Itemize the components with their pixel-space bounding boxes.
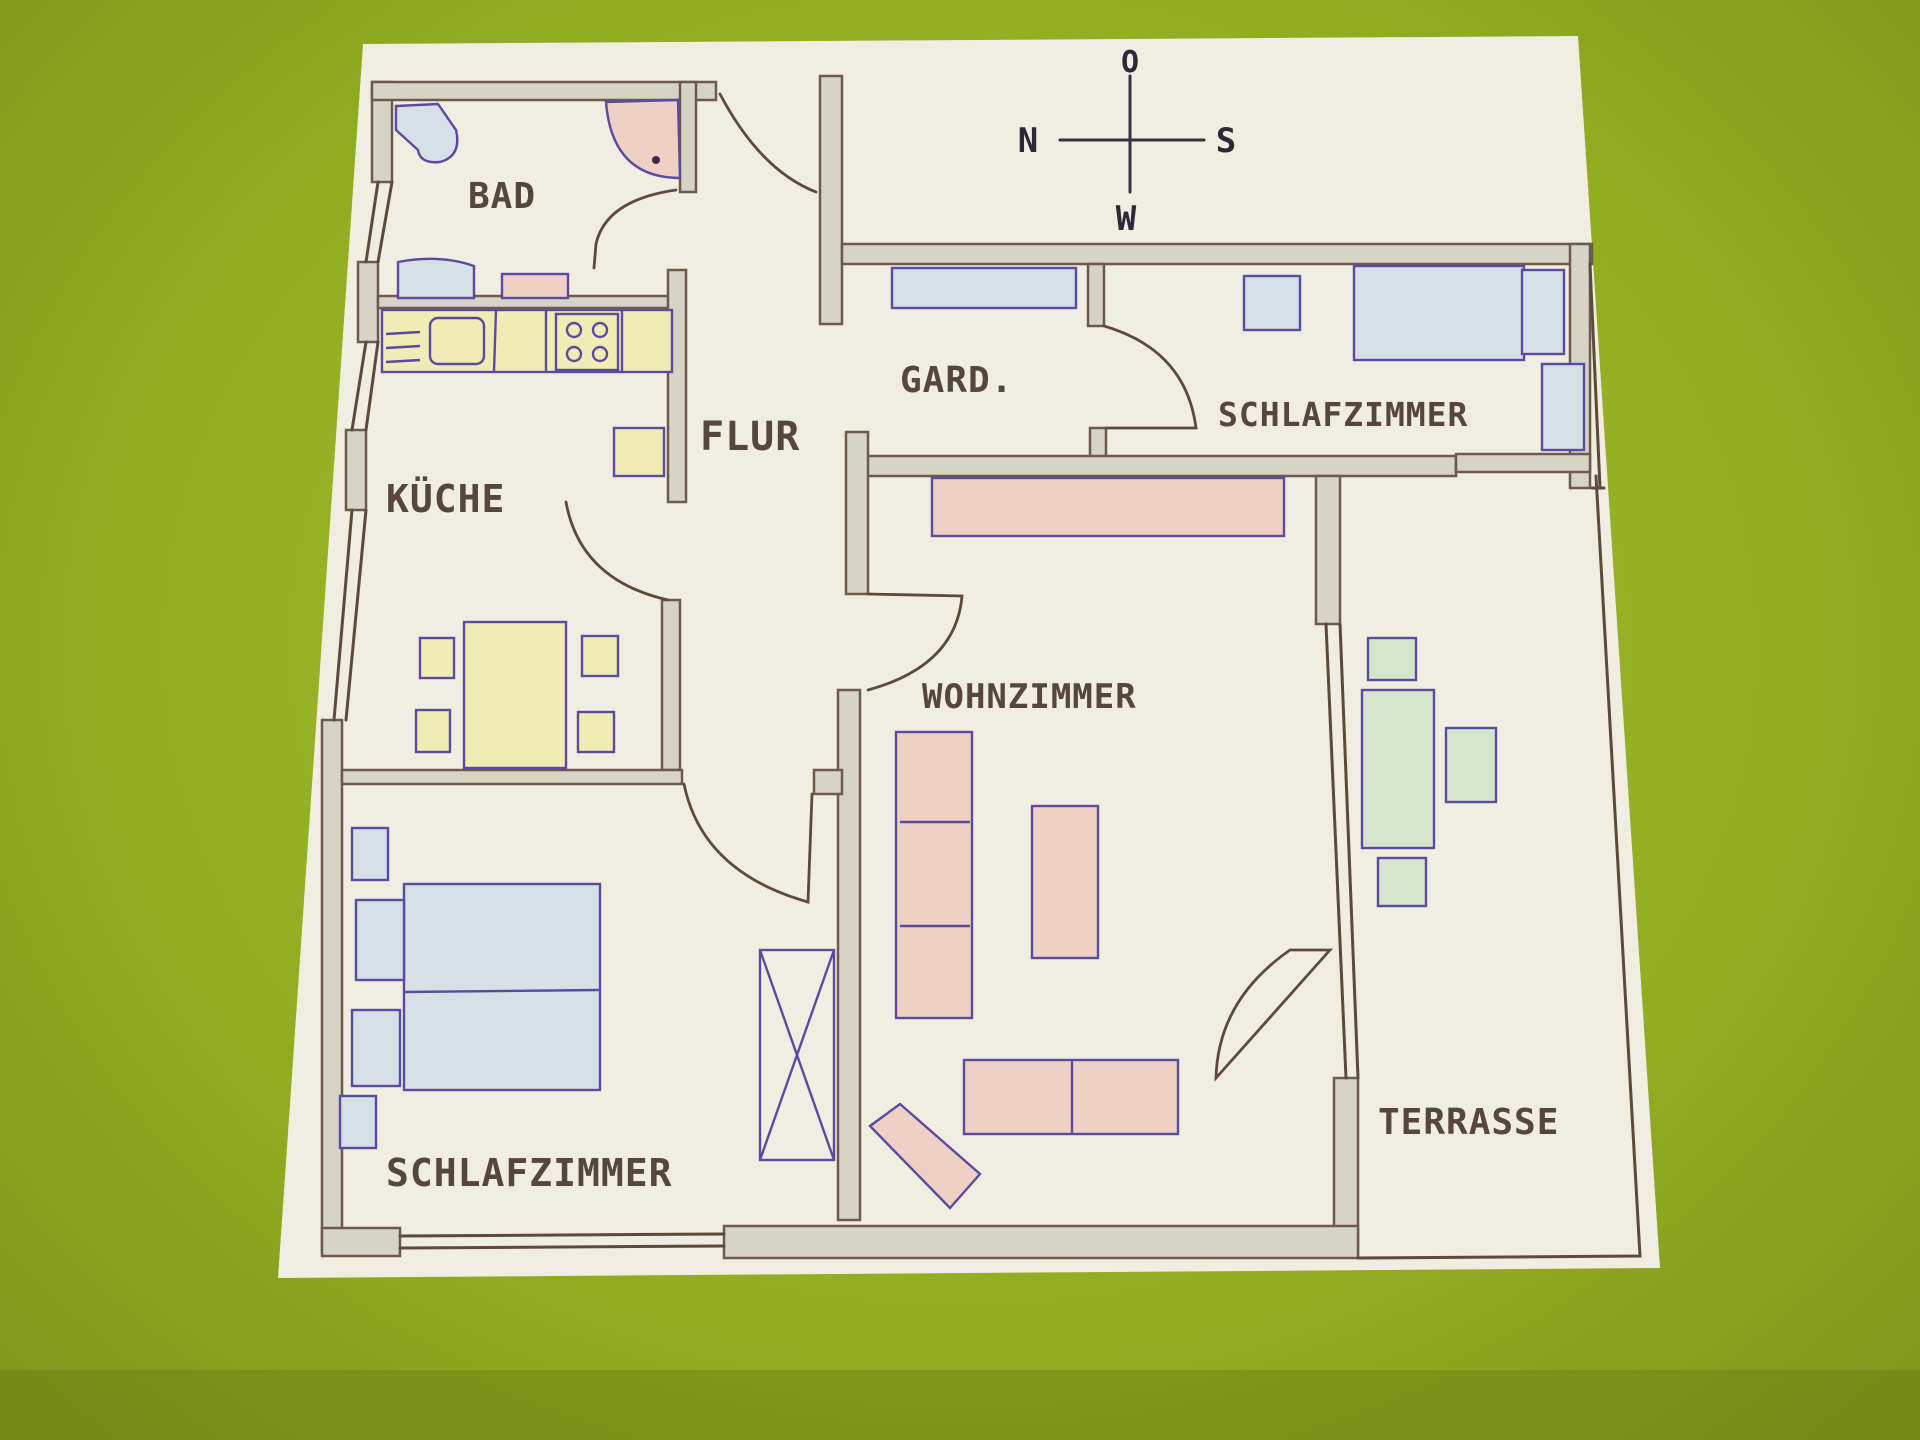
toilet	[394, 102, 459, 164]
burner-4	[591, 345, 609, 363]
wall-bottom-right	[722, 1224, 1360, 1260]
wall-kueche-right-lower	[660, 598, 682, 772]
wall-schlaf-bottom	[1454, 452, 1592, 474]
kitchen-chair-1	[418, 636, 456, 680]
door-schlaf-bottom	[682, 782, 814, 904]
wall-wohn-top	[860, 454, 1458, 478]
label-schlafzimmer-bottom: SCHLAFZIMMER	[386, 1151, 673, 1195]
kitchen-table	[462, 620, 568, 770]
label-flur: FLUR	[700, 414, 800, 460]
label-schlafzimmer-top: SCHLAFZIMMER	[1218, 395, 1468, 434]
room-labels: BAD KÜCHE FLUR GARD. SCHLAFZIMMER WOHNZI…	[386, 176, 1559, 1195]
terrace-chair-3	[1376, 856, 1428, 908]
kitchen-chair-3	[580, 634, 620, 678]
label-terrasse: TERRASSE	[1378, 1102, 1559, 1143]
kitchen-chair-4	[576, 710, 616, 754]
compass-bottom: W	[1116, 199, 1137, 239]
compass-left: N	[1018, 121, 1038, 161]
bed-pillow-2	[350, 1008, 402, 1088]
door-bad	[592, 188, 678, 270]
window-schlaf-right	[1588, 262, 1602, 490]
washbasin	[396, 257, 476, 300]
double-bed-split	[403, 988, 601, 994]
window-bottom	[398, 1232, 726, 1250]
window-wohn-terrasse	[1324, 622, 1360, 1080]
doors	[564, 92, 1334, 1082]
terrace-chair-1	[1366, 636, 1418, 682]
counter-dividers	[492, 309, 624, 373]
bedroom-wardrobe-cross	[758, 949, 836, 1161]
burner-3	[565, 345, 583, 363]
wall-left-low	[320, 718, 344, 1252]
compass-top: O	[1121, 45, 1139, 80]
window-left-1	[364, 180, 394, 264]
door-schlaf-top	[1102, 324, 1198, 430]
bed-top-pillow	[1520, 268, 1566, 356]
kitchen-chair-2	[414, 708, 452, 754]
wall-flur-right-top	[818, 74, 844, 326]
furniture	[338, 98, 1586, 1210]
armchair	[868, 1102, 982, 1210]
wall-flur-stub	[812, 768, 844, 796]
wall-left-mid	[356, 260, 380, 344]
wall-bad-right	[678, 80, 698, 194]
bedroom-nightstand-2	[338, 1094, 378, 1150]
wall-wohn-terrasse-upper	[1314, 474, 1342, 626]
bed-top	[1352, 264, 1526, 362]
door-wohn	[866, 592, 964, 692]
bedroom-nightstand-1	[350, 826, 390, 882]
shower-drain	[652, 156, 660, 164]
door-kueche	[564, 500, 670, 602]
cabinet-top-right	[1540, 362, 1586, 452]
wall-gard-schlaf	[1086, 262, 1106, 328]
window-left-3	[332, 508, 368, 722]
shower	[604, 98, 682, 180]
terrace-table	[1360, 688, 1436, 850]
terrace-chair-2	[1444, 726, 1498, 804]
kitchen-counter	[380, 308, 674, 374]
wardrobe	[890, 266, 1078, 310]
drain-board	[385, 330, 421, 364]
wall-left-mid2	[344, 428, 368, 512]
stove	[554, 312, 620, 372]
compass-cross	[1058, 74, 1206, 194]
compass-rose: O N S W	[1018, 45, 1236, 239]
compass-right: S	[1216, 121, 1236, 161]
wall-bottom-left	[320, 1226, 402, 1258]
nightstand-top	[1242, 274, 1302, 332]
terrasse-outline	[1356, 474, 1642, 1260]
bottom-shadow	[0, 1370, 1920, 1440]
wall-gard-schlaf-low	[1088, 426, 1108, 460]
door-terrasse	[1214, 948, 1334, 1082]
bed-pillow-1	[354, 898, 406, 982]
coffee-table	[1030, 804, 1100, 960]
label-kueche: KÜCHE	[386, 477, 505, 521]
wall-flur-right-mid	[844, 430, 870, 596]
double-bed	[402, 882, 602, 1092]
wall-bad-top	[370, 80, 718, 102]
label-wohnzimmer: WOHNZIMMER	[922, 677, 1137, 717]
wall-unit	[930, 476, 1286, 538]
wall-flur-right-low	[836, 688, 862, 1222]
label-bad: BAD	[468, 176, 536, 217]
walls	[320, 74, 1642, 1260]
burner-2	[591, 321, 609, 339]
burner-1	[565, 321, 583, 339]
label-gard: GARD.	[900, 360, 1013, 401]
wall-kueche-schlaf	[340, 768, 684, 786]
door-flur-entry	[718, 92, 818, 194]
kitchen-sink	[428, 316, 486, 366]
wall-gard-top	[840, 242, 1594, 266]
wall-kueche-right-upper	[666, 268, 688, 504]
bad-cabinet	[500, 272, 570, 300]
window-left-2	[350, 340, 380, 432]
sofa-long-seats	[900, 820, 970, 928]
sofa-long	[894, 730, 974, 1020]
kitchen-side-unit	[612, 426, 666, 478]
